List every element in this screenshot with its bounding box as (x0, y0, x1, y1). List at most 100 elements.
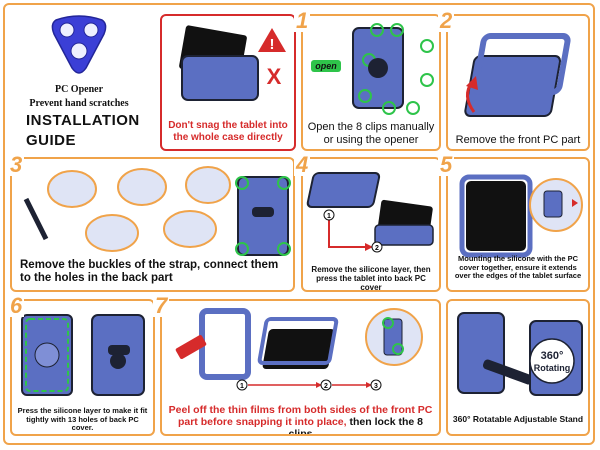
step-5-panel: Mounting the silicone with the PC cover … (446, 157, 590, 292)
zoom-circle (185, 166, 231, 204)
sequence-arrow-head (366, 382, 372, 388)
clip-ring-icon (358, 89, 372, 103)
warning-text: Don't snag the tablet into the whole cas… (168, 120, 288, 143)
step-5-number: 5 (438, 152, 455, 177)
strap-icon (23, 197, 49, 241)
stand-arm (482, 359, 534, 385)
step-3-number: 3 (8, 152, 25, 177)
stand-illustration: 360° Rotating (457, 312, 583, 396)
warning-triangle-icon (258, 28, 286, 52)
clip-ring-icon (406, 101, 420, 115)
page-frame (3, 3, 595, 445)
step-7-caption: Peel off the thin films from both sides … (162, 404, 439, 436)
step-7-caption-red: Peel off the thin films from both sides … (168, 404, 433, 429)
guide-title-line2: GUIDE (26, 132, 77, 149)
step-4-caption: Remove the silicone layer, then press th… (311, 265, 431, 292)
step-3-caption: Remove the buckles of the strap, connect… (20, 259, 279, 285)
step-1-caption: Open the 8 clips manually or using the o… (307, 121, 435, 146)
press-arrow-icon (572, 199, 578, 207)
step-marker-2 (320, 379, 332, 391)
step-5-caption: Mounting the silicone with the PC cover … (454, 254, 582, 281)
case-blue (181, 55, 259, 101)
open-tag (311, 60, 341, 72)
zoom-circle (163, 210, 217, 248)
step-3-illustration (23, 166, 291, 256)
clip-ring-icon (420, 39, 434, 53)
tablet-black (262, 329, 335, 369)
clip-ring-icon (277, 176, 291, 190)
clip-ring-icon (420, 73, 434, 87)
step-4-panel: 1 2 Remove the silicone layer, then pres… (301, 157, 441, 292)
step-marker-3 (370, 379, 382, 391)
step-5-illustration (459, 174, 583, 258)
clip-ring-icon (370, 23, 384, 37)
step-6-illustration (21, 314, 145, 396)
handle-icon (368, 58, 388, 78)
clip-ring-icon (277, 242, 291, 256)
warning-illustration: ! X (179, 25, 286, 101)
badge-degree: 360° (541, 350, 564, 362)
opener-hole-left (59, 22, 75, 38)
step-2-number: 2 (438, 8, 455, 33)
step-1-illustration: open (311, 23, 434, 115)
zoom-circle (117, 168, 167, 206)
pc-opener-illustration (51, 15, 107, 74)
silicone-edge (459, 174, 533, 258)
opener-subtitle: Prevent hand scratches (29, 98, 129, 109)
marker-2-label: 2 (324, 383, 328, 390)
opener-hole-bottom (70, 42, 88, 60)
clip-ring-icon (382, 101, 396, 115)
stand-caption: 360° Rotatable Adjustable Stand (452, 414, 584, 424)
zoom-detail (543, 190, 563, 218)
step-2-illustration (464, 33, 571, 117)
warning-panel: ! X Don't snag the tablet into the whole… (160, 14, 296, 151)
opener-title: PC Opener (54, 84, 104, 95)
case-back-blue (374, 224, 434, 246)
marker-1-label: 1 (327, 213, 331, 220)
step-4-illustration: 1 2 (306, 172, 434, 253)
step-marker-1 (236, 379, 248, 391)
zoom-circle (85, 214, 139, 252)
turntable-icon (34, 342, 60, 368)
step-4-number: 4 (294, 152, 311, 177)
step-6-caption: Press the silicone layer to make it fit … (17, 406, 148, 433)
case-back-blue (457, 312, 505, 394)
marker-3-label: 3 (374, 383, 378, 390)
clip-ring-icon (392, 343, 404, 355)
lift-arrow-head (466, 76, 478, 90)
clip-outline (25, 318, 69, 392)
step-1-panel: open Open the 8 clips manually or using … (301, 14, 441, 151)
sequence-arrow-head (316, 382, 322, 388)
step-3-panel: Remove the buckles of the strap, connect… (10, 157, 295, 292)
step-marker-2 (371, 241, 383, 253)
clip-ring-icon (235, 242, 249, 256)
guide-title-line1: INSTALLATION (26, 112, 140, 129)
step-7-illustration: 1 2 3 (175, 308, 423, 391)
clip-ring-icon (235, 176, 249, 190)
marker-1-label: 1 (240, 383, 244, 390)
step-7-panel: 1 2 3 Peel off the thin films from both … (160, 299, 441, 436)
clip-ring-icon (382, 317, 394, 329)
handle-icon (110, 353, 126, 369)
step-marker-1 (323, 209, 335, 221)
handle-cross (108, 345, 130, 355)
tablet-black (466, 181, 526, 251)
step-2-panel: Remove the front PC part (446, 14, 590, 151)
handle-cross (252, 207, 274, 217)
flow-arrow-icon (328, 219, 365, 248)
warning-x-mark: X (267, 64, 282, 89)
step-7-number: 7 (153, 293, 170, 318)
warning-exclaim: ! (270, 36, 275, 53)
zoom-circle (47, 170, 97, 208)
step-7-caption-black: then lock the 8 clips (288, 416, 424, 436)
step-6-number: 6 (8, 293, 25, 318)
marker-2-label: 2 (375, 245, 379, 252)
front-frame (472, 33, 571, 95)
clip-ring-icon (390, 23, 404, 37)
open-label: open (315, 61, 337, 71)
peel-film (175, 335, 207, 359)
stand-panel: 360° Rotating 360° Rotatable Adjustable … (446, 299, 590, 436)
rotating-badge (529, 338, 575, 384)
badge-word: Rotating (534, 363, 571, 373)
front-frame (199, 308, 251, 380)
